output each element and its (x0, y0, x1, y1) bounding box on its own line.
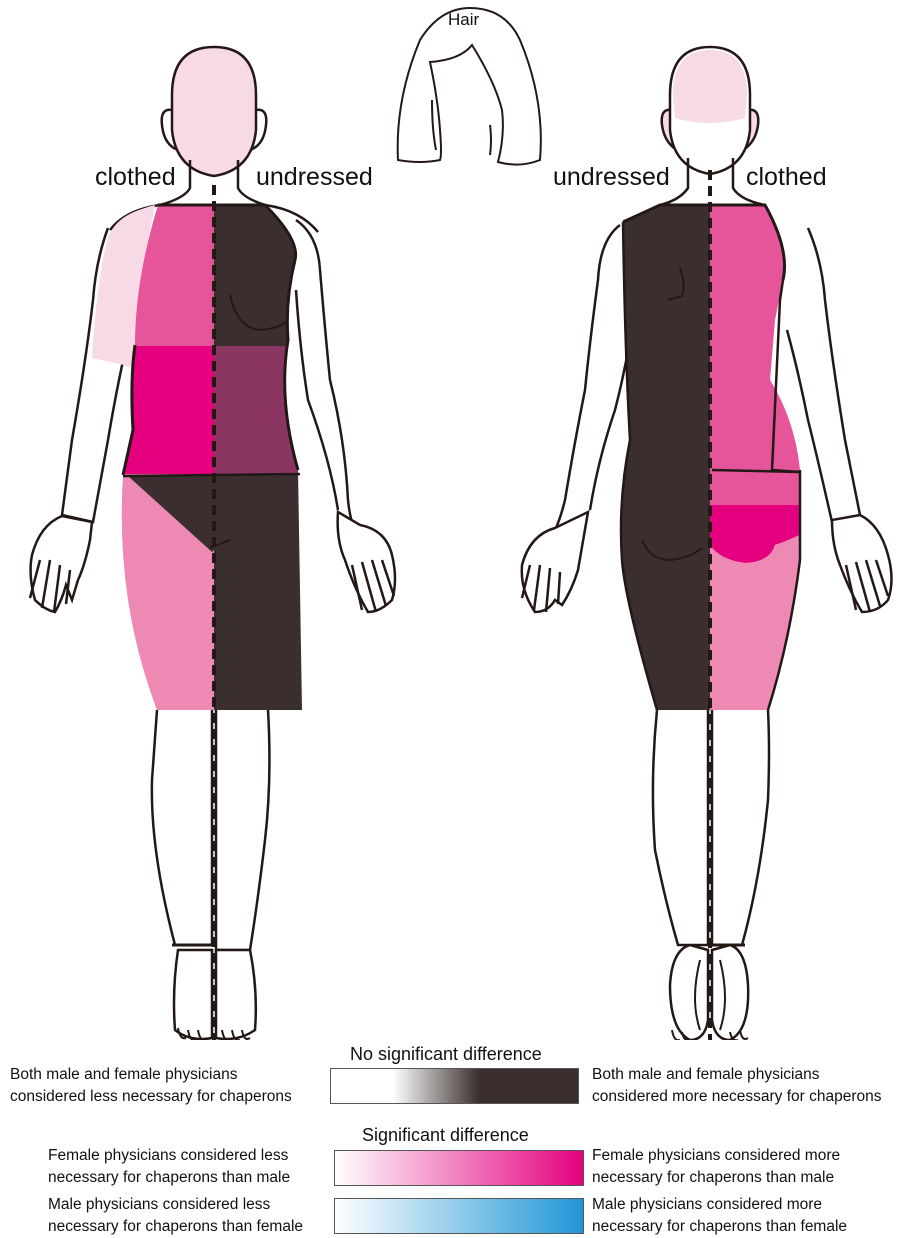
back-left-leg (653, 710, 708, 945)
legend-male-left: Male physicians considered less necessar… (48, 1194, 303, 1238)
legend-male-right: Male physicians considered more necessar… (592, 1194, 847, 1238)
back-left-hand (522, 512, 588, 612)
body-map-figure (0, 0, 919, 1040)
back-hair-region (673, 50, 747, 123)
back-right-foot (712, 945, 748, 1040)
back-right-leg (712, 710, 769, 945)
front-clothed-label: clothed (95, 163, 176, 192)
front-figure (30, 47, 395, 1040)
front-undressed-label: undressed (256, 163, 373, 192)
hair-figure (398, 8, 541, 165)
back-figure (522, 47, 892, 1040)
front-head (172, 47, 256, 176)
back-clothed-label: clothed (746, 163, 827, 192)
front-left-leg (152, 710, 212, 945)
hair-label: Hair (448, 10, 479, 30)
legend-female-left: Female physicians considered less necess… (48, 1145, 290, 1189)
front-right-hand (338, 512, 395, 612)
legend-female-right: Female physicians considered more necess… (592, 1145, 840, 1189)
legend-no-sig-left: Both male and female physicians consider… (10, 1064, 292, 1108)
front-right-foot (216, 950, 256, 1039)
back-undressed-region (600, 200, 710, 715)
legend-no-sig-bar (330, 1068, 579, 1104)
front-waist-undressed (214, 346, 324, 474)
front-right-leg (216, 710, 269, 950)
legend-no-sig-right: Both male and female physicians consider… (592, 1064, 881, 1108)
back-left-foot (670, 945, 708, 1040)
back-undressed-label: undressed (553, 163, 670, 192)
front-left-foot (174, 950, 212, 1039)
back-lower-waist-clothed (710, 472, 810, 508)
hair-outline (398, 8, 541, 165)
legend-male-bar (334, 1198, 584, 1234)
legend-no-sig-title: No significant difference (350, 1044, 542, 1065)
front-thigh-undressed (214, 474, 324, 714)
legend-sig-title: Significant difference (362, 1125, 529, 1146)
back-right-hand (832, 515, 892, 612)
legend-female-bar (334, 1150, 584, 1186)
